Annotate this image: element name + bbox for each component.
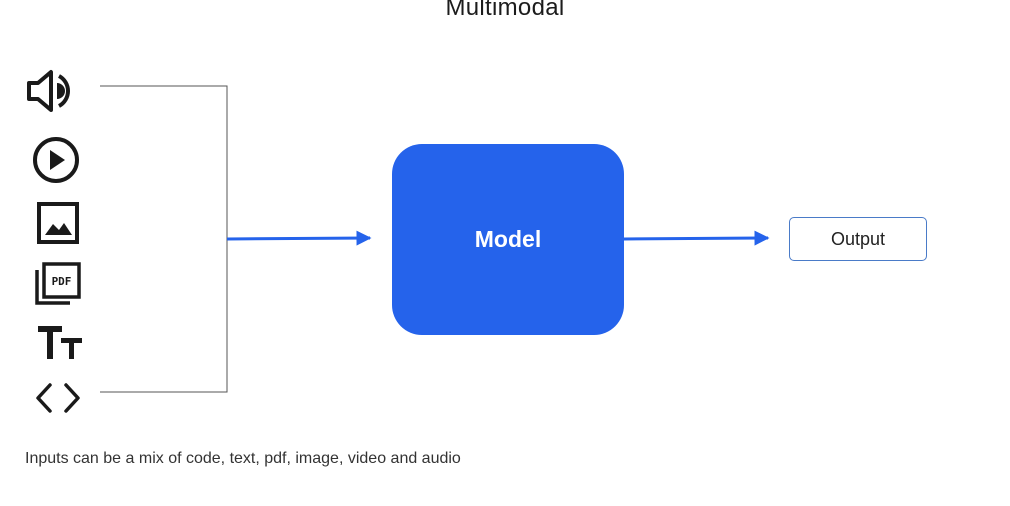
output-box: Output bbox=[789, 217, 927, 261]
speaker-icon bbox=[27, 70, 70, 112]
model-to-output-arrow bbox=[623, 230, 770, 246]
play-icon bbox=[33, 137, 79, 183]
text-icon bbox=[38, 326, 82, 359]
input-to-model-arrow bbox=[226, 230, 372, 246]
output-label: Output bbox=[830, 228, 886, 249]
input-bracket bbox=[100, 85, 228, 393]
image-icon bbox=[37, 202, 79, 244]
code-icon bbox=[36, 383, 80, 413]
model-label: Model bbox=[474, 226, 542, 252]
diagram-title: Multimodal bbox=[445, 0, 565, 21]
caption-text: Inputs can be a mix of code, text, pdf, … bbox=[25, 450, 461, 467]
pdf-icon-label: PDF bbox=[52, 275, 72, 288]
model-box: Model bbox=[392, 144, 624, 335]
pdf-icon: PDF bbox=[35, 262, 81, 305]
